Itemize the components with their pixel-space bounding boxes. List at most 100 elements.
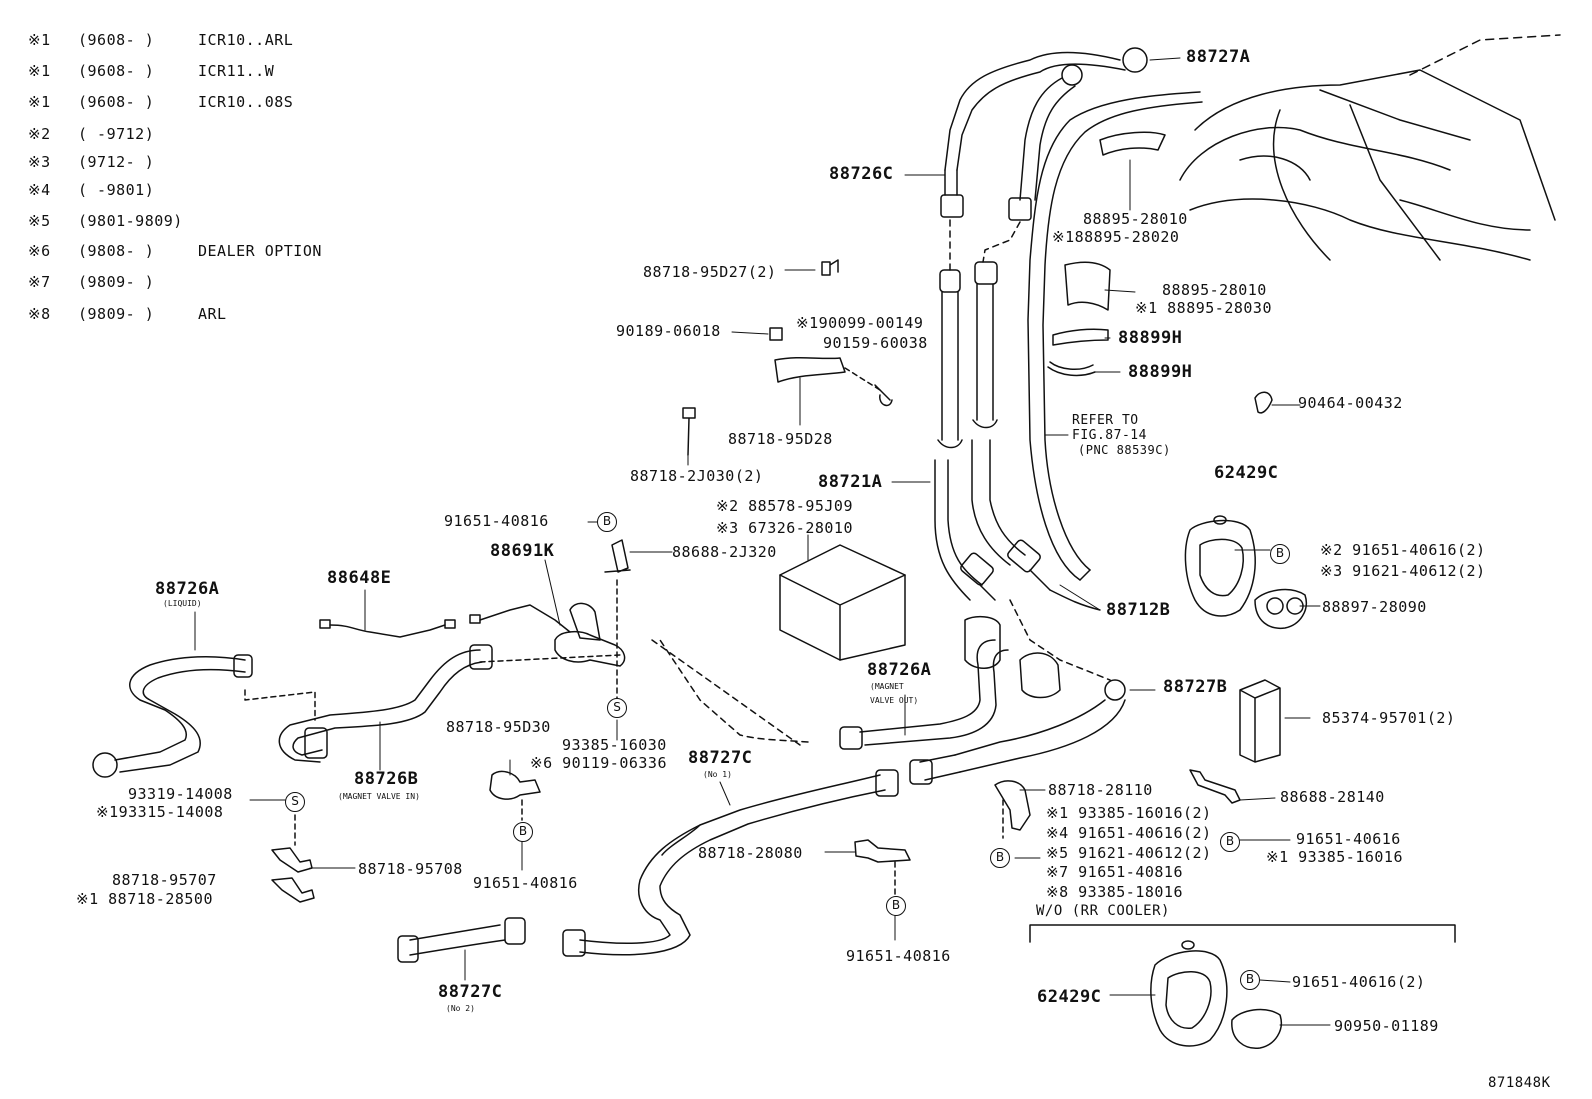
legend-row: ※7 (9809- ) <box>28 275 198 290</box>
mid-right-pipes <box>659 615 1126 785</box>
upper-pipes <box>940 47 1203 581</box>
legend-desc: ARL <box>198 305 227 323</box>
part-label: ※1 93385-16016(2) <box>1046 804 1212 822</box>
part-label: 91651-40816 <box>444 512 549 530</box>
part-label: 88897-28090 <box>1322 598 1427 616</box>
part-label: W/O (RR COOLER) <box>1036 903 1170 919</box>
part-label: 88718-95D27(2) <box>643 263 777 281</box>
part-label: 88718-95707 <box>112 871 217 889</box>
part-label: VALVE OUT) <box>870 696 919 705</box>
part-label: 88726A <box>867 660 932 680</box>
marker-b: B <box>886 896 906 916</box>
legend-mark: ※7 <box>28 273 51 291</box>
part-label: 90464-00432 <box>1298 394 1403 412</box>
marker-b: B <box>1270 544 1290 564</box>
legend-mark: ※4 <box>28 181 51 199</box>
pipe-88726A-left <box>92 654 316 778</box>
leader-lines <box>194 57 1331 1026</box>
legend-date: (9608- ) <box>78 93 155 111</box>
legend-mark: ※6 <box>28 242 51 260</box>
legend-mark: ※5 <box>28 212 51 230</box>
part-label: 88688-28140 <box>1280 788 1385 806</box>
part-label: ※2 88578-95J09 <box>716 497 853 515</box>
part-label: 88721A <box>818 472 883 492</box>
part-label: 90950-01189 <box>1334 1017 1439 1035</box>
part-label: 88718-95708 <box>358 860 463 878</box>
right-parts <box>1047 131 1273 414</box>
marker-s: S <box>607 698 627 718</box>
legend-date: (9809- ) <box>78 273 155 291</box>
part-label: ※3 91621-40612(2) <box>1320 562 1486 580</box>
marker-b: B <box>990 848 1010 868</box>
part-label: 88718-28110 <box>1048 781 1153 799</box>
part-label: ※188895-28020 <box>1052 228 1180 246</box>
part-label: 88899H <box>1118 328 1183 348</box>
pipe-88726B <box>278 644 621 763</box>
marker-b: B <box>597 512 617 532</box>
part-label: 93319-14008 <box>128 785 233 803</box>
part-label: 88718-95D30 <box>446 718 551 736</box>
part-label: 88648E <box>327 568 392 588</box>
part-label: ※193315-14008 <box>96 803 224 821</box>
clips-bottom <box>271 770 911 903</box>
part-label: 88718-95D28 <box>728 430 833 448</box>
marker-s: S <box>285 792 305 812</box>
harness <box>319 604 571 638</box>
part-label: 90159-60038 <box>823 334 928 352</box>
legend-row: ※4 ( -9801) <box>28 183 198 198</box>
part-label: ※5 91621-40612(2) <box>1046 844 1212 862</box>
legend-date: (9801-9809) <box>78 212 183 230</box>
marker-b: B <box>1220 832 1240 852</box>
part-label: 88726B <box>354 769 419 789</box>
part-label: FIG.87-14 <box>1072 428 1147 443</box>
part-label: (No 2) <box>446 1004 475 1013</box>
part-label: ※190099-00149 <box>796 314 924 332</box>
cover-62429c-top <box>1184 515 1307 630</box>
legend-date: (9608- ) <box>78 31 155 49</box>
legend-date: ( -9801) <box>78 181 155 199</box>
part-label: 62429C <box>1037 987 1102 1007</box>
part-label: (MAGNET VALVE IN) <box>338 792 420 801</box>
part-label: ※3 67326-28010 <box>716 519 853 537</box>
legend-date: (9808- ) <box>78 242 155 260</box>
small-parts-top <box>682 259 893 456</box>
pipe-88727C-1 <box>562 769 899 957</box>
part-label: REFER TO <box>1072 413 1139 428</box>
part-label: 88895-28010 <box>1162 281 1267 299</box>
part-label: (No 1) <box>703 770 732 779</box>
legend-row: ※1(9608- )ICR10..08S <box>28 95 293 110</box>
legend-mark: ※3 <box>28 153 51 171</box>
unit-outline <box>1179 34 1561 261</box>
part-label: 90189-06018 <box>616 322 721 340</box>
part-label: (MAGNET <box>870 682 904 691</box>
part-label: 88712B <box>1106 600 1171 620</box>
part-label: 88899H <box>1128 362 1193 382</box>
legend-date: ( -9712) <box>78 125 155 143</box>
block-85374 <box>1239 679 1281 763</box>
part-label: 88895-28010 <box>1083 210 1188 228</box>
part-label: 88727B <box>1163 677 1228 697</box>
legend-mark: ※2 <box>28 125 51 143</box>
pipe-88727C-2 <box>397 917 526 963</box>
part-label: ※8 93385-18016 <box>1046 883 1183 901</box>
part-label: (LIQUID) <box>163 599 202 608</box>
legend-desc: ICR10..08S <box>198 93 294 111</box>
legend-desc: ICR11..W <box>198 62 275 80</box>
legend-row: ※1(9608- )ICR11..W <box>28 64 274 79</box>
legend-mark: ※8 <box>28 305 51 323</box>
box-part <box>779 544 906 661</box>
part-label: (PNC 88539C) <box>1078 443 1171 457</box>
part-label: 85374-95701(2) <box>1322 709 1456 727</box>
legend-desc: ICR10..ARL <box>198 31 294 49</box>
part-label: 91651-40616(2) <box>1292 973 1426 991</box>
part-label: 88726C <box>829 164 894 184</box>
legend-row: ※5 (9801-9809) <box>28 214 198 229</box>
part-label: 88688-2J320 <box>672 543 777 561</box>
part-label: 91651-40616 <box>1296 830 1401 848</box>
legend-date: (9608- ) <box>78 62 155 80</box>
legend-date: (9712- ) <box>78 153 155 171</box>
hoses-88721A <box>934 219 1111 681</box>
part-label: 88718-2J030(2) <box>630 467 764 485</box>
